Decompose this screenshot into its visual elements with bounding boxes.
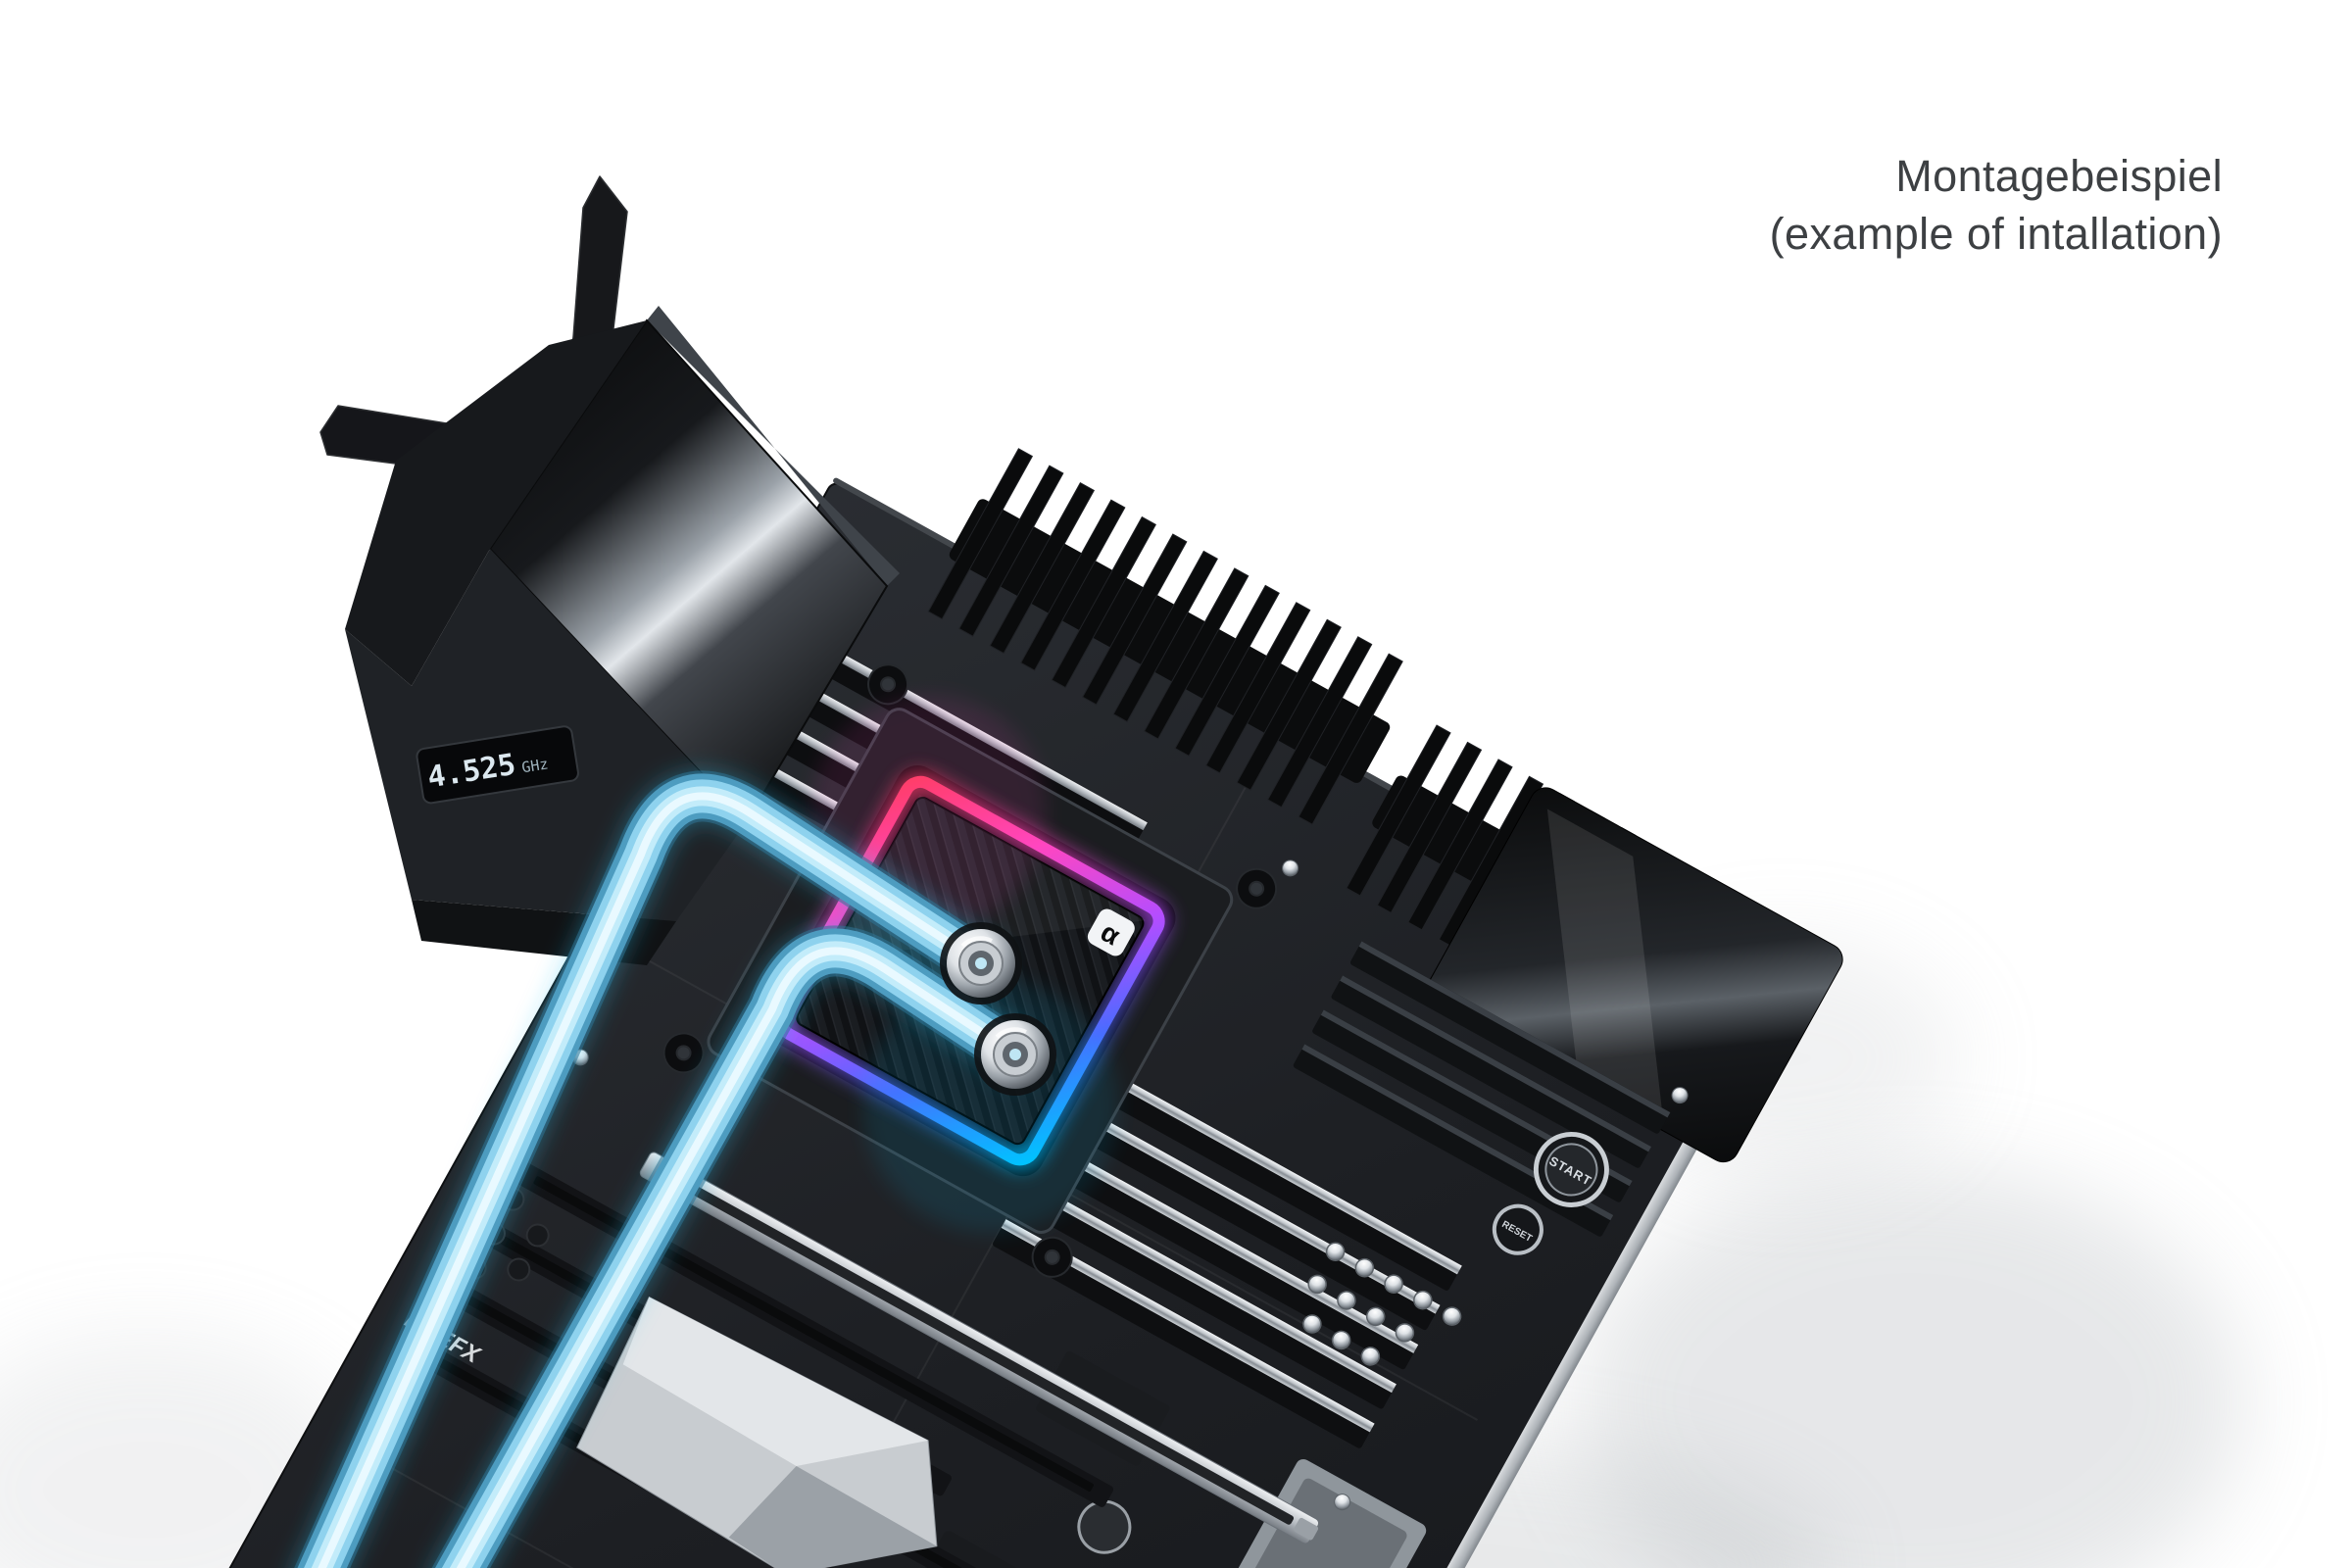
ram-module	[1080, 1061, 1462, 1291]
coolant-tube-b	[431, 925, 1041, 1568]
reset-button: RESET	[1492, 1203, 1544, 1255]
start-button: START	[1533, 1131, 1609, 1207]
ram-module	[1331, 975, 1651, 1168]
ram-module	[1349, 941, 1671, 1134]
coolant-tubes	[294, 770, 1041, 1568]
ram-group-b	[993, 1061, 1462, 1448]
pcb-right-edge	[1052, 996, 1778, 1568]
fitting-bottom	[974, 1013, 1056, 1096]
shroud-left-face	[345, 320, 647, 686]
frequency-display: 4.525 GHz	[416, 725, 579, 805]
caption: Montagebeispiel (example of intallation)	[1770, 147, 2223, 264]
pcie-slot-reinforced	[639, 1152, 1320, 1544]
coolant-tube-a	[294, 770, 1006, 1568]
m2-angular-cover	[576, 1296, 938, 1568]
vrm-heatsink-1	[927, 448, 1403, 825]
caption-line-1: Montagebeispiel	[1895, 151, 2223, 201]
alphacool-logo: α	[1087, 908, 1135, 956]
ram-module	[1057, 1101, 1441, 1331]
shroud-top-edge	[647, 306, 900, 586]
ram-module	[993, 1219, 1375, 1448]
capacitor-cluster	[1302, 1242, 1462, 1366]
ram-module	[1036, 1140, 1419, 1370]
cmos-battery	[1077, 1499, 1132, 1554]
mount-posts	[662, 663, 1278, 1278]
ram-module	[1014, 1179, 1396, 1409]
fitting-top	[940, 922, 1022, 1004]
caption-line-2: (example of intallation)	[1769, 209, 2223, 260]
frequency-unit: GHz	[520, 755, 550, 776]
